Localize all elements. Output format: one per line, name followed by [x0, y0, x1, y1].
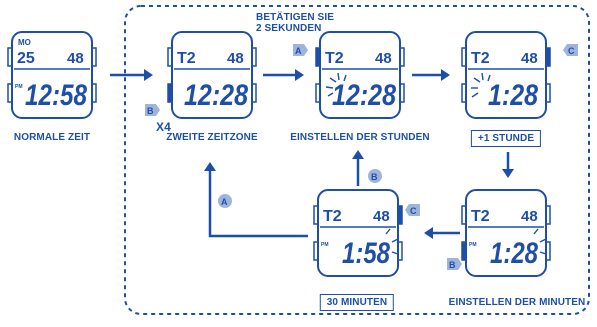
- label-plus-one-hour: +1 STUNDE: [470, 130, 542, 147]
- arrow-icon: [412, 69, 450, 81]
- watch-zone-indicator: T2: [323, 208, 342, 225]
- button-marker-icon: B: [447, 258, 462, 270]
- watch-date: 25: [17, 50, 35, 67]
- arrow-icon: [424, 227, 460, 239]
- repeat-count: X4: [156, 120, 171, 134]
- label-second-zone: ZWEITE ZEITZONE: [166, 132, 258, 143]
- watch-ampm: PM: [469, 242, 477, 248]
- arrow-icon: [110, 69, 153, 81]
- label-set-hours: EINSTELLEN DER STUNDEN: [290, 132, 430, 143]
- watch-set-hours: T2 48 12:28: [315, 31, 405, 119]
- button-marker-icon: A: [218, 194, 232, 208]
- watch-face-icon: [313, 189, 403, 277]
- arrow-icon: [263, 69, 304, 81]
- watch-day: MO: [18, 38, 31, 47]
- arrow-icon: [204, 162, 308, 238]
- watch-ampm: PM: [321, 242, 329, 248]
- button-a-label: A: [221, 197, 228, 207]
- watch-seconds: 48: [521, 208, 538, 225]
- watch-seconds: 48: [67, 50, 84, 67]
- blink-indicator-icon: [325, 72, 347, 97]
- watch-seconds: 48: [375, 50, 392, 67]
- watch-face-icon: [315, 31, 405, 119]
- watch-face-icon: [7, 31, 97, 119]
- button-marker-icon: B: [145, 104, 160, 116]
- button-c-label: C: [568, 46, 575, 56]
- watch-zone-indicator: T2: [471, 208, 490, 225]
- watch-seconds: 48: [521, 50, 538, 67]
- watch-time: 1:28: [490, 237, 538, 270]
- watch-time: 1:58: [342, 237, 390, 270]
- blink-indicator-icon: [533, 228, 547, 255]
- watch-zone-indicator: T2: [471, 50, 490, 67]
- button-b-label: B: [371, 172, 378, 182]
- watch-set-minutes: T2 48 PM 1:28: [461, 189, 551, 277]
- watch-time: 1:28: [488, 79, 538, 112]
- dashed-frame: [124, 5, 590, 315]
- watch-zone-indicator: T2: [325, 50, 344, 67]
- label-normal-time: NORMALE ZEIT: [13, 132, 91, 143]
- watch-time: 12:28: [184, 79, 248, 112]
- button-b-label: B: [449, 260, 456, 270]
- button-a-label: A: [295, 46, 302, 56]
- watch-seconds: 48: [227, 50, 244, 67]
- watch-face-icon: [167, 31, 257, 119]
- label-set-minutes: EINSTELLEN DER MINUTEN: [448, 297, 586, 308]
- blink-indicator-icon: [385, 228, 399, 255]
- button-marker-icon: A: [293, 44, 308, 56]
- press-instruction-line1: BETÄTIGEN SIE: [256, 12, 334, 23]
- label-thirty-minutes: 30 MINUTEN: [319, 294, 395, 311]
- watch-zone-indicator: T2: [177, 50, 196, 67]
- blink-indicator-icon: [471, 72, 491, 98]
- watch-normal: MO 25 48 PM 12:58: [7, 31, 97, 119]
- watch-time: 12:28: [332, 79, 396, 112]
- arrow-icon: [502, 152, 514, 178]
- press-instruction-line2: 2 SEKUNDEN: [256, 23, 322, 34]
- watch-plus-hour: T2 48 1:28: [461, 31, 551, 119]
- watch-ampm: PM: [15, 84, 23, 90]
- watch-seconds: 48: [373, 208, 390, 225]
- button-c-label: C: [410, 206, 417, 216]
- button-marker-icon: C: [563, 44, 578, 56]
- button-marker-icon: B: [368, 169, 382, 183]
- watch-face-icon: [461, 31, 551, 119]
- button-b-label: B: [147, 106, 154, 116]
- button-marker-icon: C: [405, 204, 420, 216]
- arrow-icon: [352, 150, 364, 186]
- watch-face-icon: [461, 189, 551, 277]
- watch-time: 12:58: [25, 79, 87, 112]
- watch-thirty-minutes: T2 48 PM 1:58: [313, 189, 403, 277]
- watch-second-zone: T2 48 12:28: [167, 31, 257, 119]
